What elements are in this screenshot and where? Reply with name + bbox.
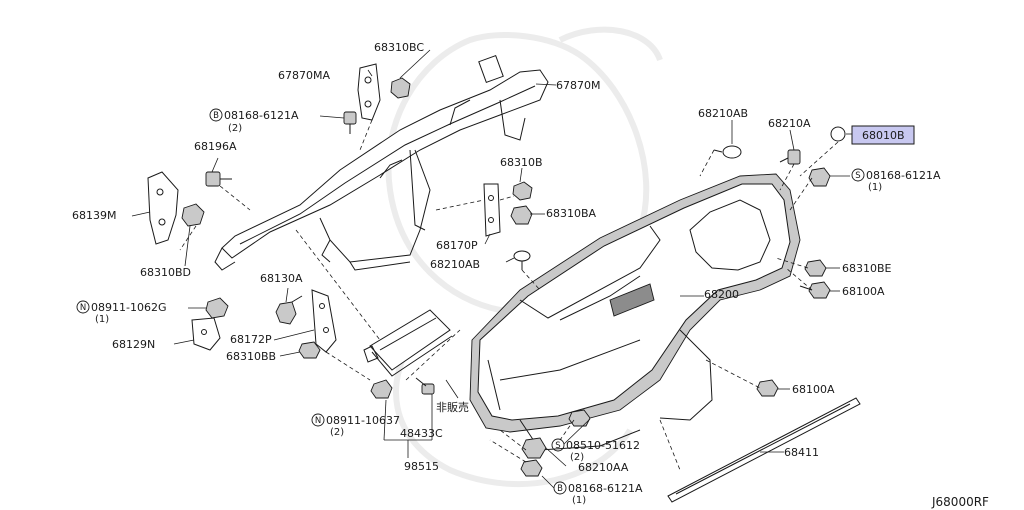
screw-symbol-letter-2: S (555, 441, 560, 451)
clip-68210ab-mid (513, 250, 531, 270)
label-68129n[interactable]: 68129N (112, 338, 155, 351)
label-qty-top: (2) (228, 123, 242, 134)
label-qty-n2: (2) (330, 427, 344, 438)
bolt-68130a (275, 295, 303, 325)
bolt-symbol-letter: B (213, 111, 219, 121)
label-not-for-sale: 非販売 (436, 401, 469, 414)
bolt-08168-top (343, 111, 357, 134)
clip-68210aa (521, 437, 547, 459)
label-qty-n1: (1) (95, 314, 109, 325)
leader-lines (131, 49, 852, 489)
label-qty-b-bot: (1) (572, 495, 586, 506)
label-68172p[interactable]: 68172P (230, 333, 272, 346)
nut-68310b (512, 181, 533, 201)
bolt-68196a (205, 171, 232, 187)
label-68100a-top[interactable]: 68100A (842, 285, 885, 298)
lower-trim-strip-68411 (667, 397, 861, 503)
nut-68310be (804, 259, 827, 277)
screw-08510 (568, 409, 591, 427)
bracket-68170p (483, 183, 501, 237)
bolt-symbol-icon-2 (553, 481, 567, 495)
bolt-68100a-bottom (756, 379, 779, 397)
label-68200[interactable]: 68200 (704, 288, 739, 301)
label-67870m[interactable]: 67870M (556, 79, 600, 92)
label-08911-1062g[interactable]: 08911-1062G (91, 301, 166, 314)
bolt-08168-bottom (520, 459, 543, 477)
label-08911-10637[interactable]: 08911-10637 (326, 414, 400, 427)
label-68139m[interactable]: 68139M (72, 209, 116, 222)
label-08168-6121a-right[interactable]: 08168-6121A (866, 169, 941, 182)
nut-symbol-icon-2 (311, 413, 325, 427)
part-labels: 68310BC 67870MA 67870M B 08168-6121A (2)… (72, 41, 989, 509)
nut-symbol-letter-2: N (315, 416, 321, 426)
label-68210ab-mid[interactable]: 68210AB (430, 258, 480, 271)
nut-68310bc (390, 77, 411, 99)
label-68411[interactable]: 68411 (784, 446, 819, 459)
clip-68210a (779, 149, 801, 165)
screw-symbol-icon (851, 168, 865, 182)
label-68170p[interactable]: 68170P (436, 239, 478, 252)
label-68310bc[interactable]: 68310BC (374, 41, 424, 54)
screw-symbol-letter: S (855, 171, 860, 181)
steering-member-beam (214, 54, 549, 271)
label-68100a-bottom[interactable]: 68100A (792, 383, 835, 396)
label-67870ma[interactable]: 67870MA (278, 69, 330, 82)
nut-08911-10637 (370, 379, 393, 399)
label-68310ba[interactable]: 68310BA (546, 207, 597, 220)
nut-symbol-letter: N (80, 303, 86, 313)
label-68310be[interactable]: 68310BE (842, 262, 892, 275)
label-68310bb[interactable]: 68310BB (226, 350, 276, 363)
label-08510-51612[interactable]: 08510-51612 (566, 439, 640, 452)
label-68210ab-top[interactable]: 68210AB (698, 107, 748, 120)
nut-68310ba (510, 205, 533, 225)
label-68310b[interactable]: 68310B (500, 156, 543, 169)
bolt-symbol-icon (209, 108, 223, 122)
label-qty-s-bot: (2) (570, 452, 584, 463)
bolt-68100a-top (799, 281, 831, 299)
label-98515[interactable]: 98515 (404, 460, 439, 473)
clip-68210ab-top (713, 145, 742, 159)
bracket-67870ma (357, 63, 381, 121)
nut-08911-1062g (205, 297, 229, 319)
label-68196a[interactable]: 68196A (194, 140, 237, 153)
label-68210aa[interactable]: 68210AA (578, 461, 629, 474)
instrument-panel-68200 (469, 173, 801, 451)
label-08168-6121a-bottom[interactable]: 08168-6121A (568, 482, 643, 495)
label-68210a[interactable]: 68210A (768, 117, 811, 130)
cap-68010b (830, 126, 846, 142)
side-bracket-68139m (147, 171, 179, 245)
bolt-08168-right (808, 167, 831, 187)
bolt-symbol-letter-2: B (557, 484, 563, 494)
bolt-48433c (415, 377, 435, 395)
diagram-reference-code: J68000RF (931, 495, 989, 509)
passenger-airbag-module (363, 309, 453, 377)
bracket-68129n (191, 317, 221, 351)
label-68130a[interactable]: 68130A (260, 272, 303, 285)
label-qty-right: (1) (868, 182, 882, 193)
bracket-68172p (311, 289, 337, 353)
nut-68310bd (181, 203, 205, 227)
screw-symbol-icon-2 (551, 438, 565, 452)
nut-68310bb (298, 341, 321, 359)
label-68010b[interactable]: 68010B (862, 129, 905, 142)
label-48433c[interactable]: 48433C (400, 427, 443, 440)
label-68310bd[interactable]: 68310BD (140, 266, 191, 279)
label-08168-6121a-top[interactable]: 08168-6121A (224, 109, 299, 122)
highlighted-part-box (851, 125, 915, 145)
nut-symbol-icon (76, 300, 90, 314)
